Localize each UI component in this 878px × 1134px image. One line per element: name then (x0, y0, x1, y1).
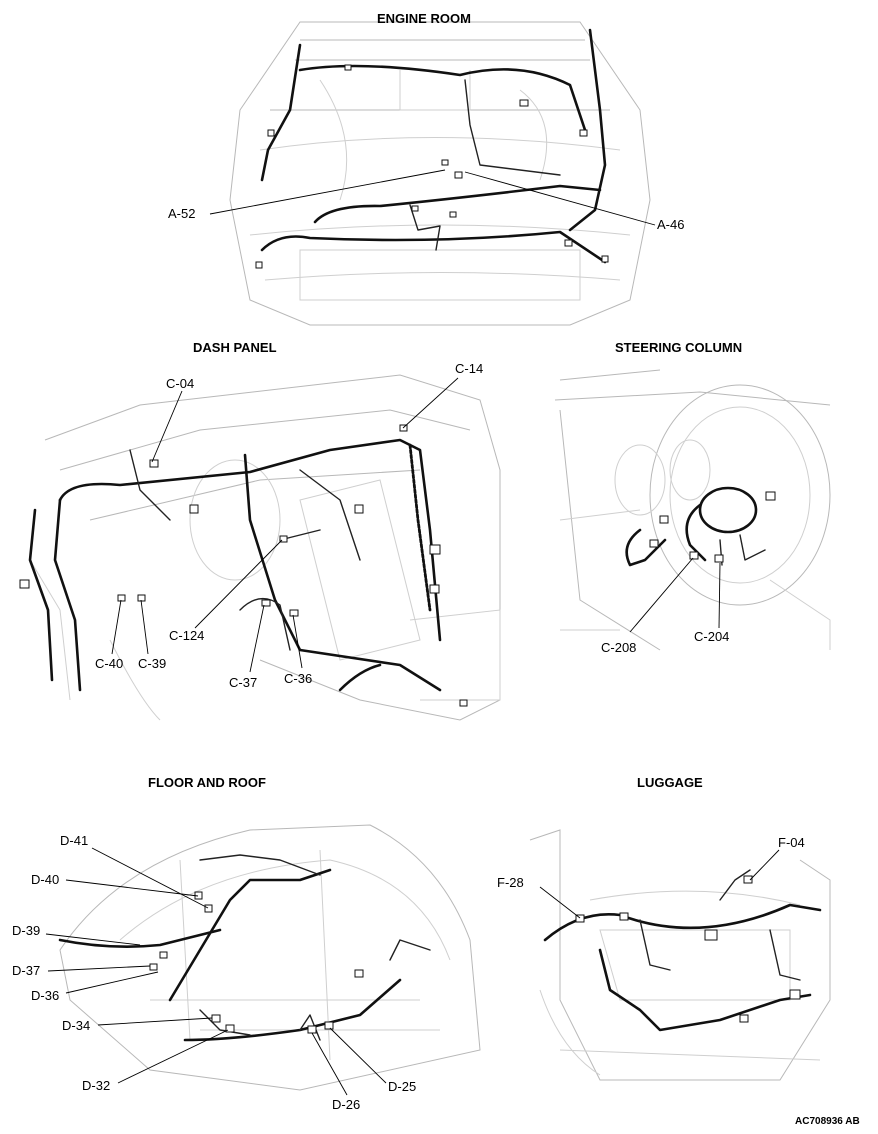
c-14-leader (402, 377, 459, 429)
dash-panel-title: DASH PANEL (193, 340, 277, 355)
steering-column-title: STEERING COLUMN (615, 340, 742, 355)
c-208-leader (629, 557, 694, 633)
a-46-label: A-46 (657, 217, 684, 232)
d-37-label: D-37 (12, 963, 40, 978)
d-34-label: D-34 (62, 1018, 90, 1033)
d-32-leader (117, 1029, 229, 1084)
luggage-illustration (529, 829, 831, 1081)
d-41-leader (91, 847, 209, 909)
luggage-title: LUGGAGE (637, 775, 703, 790)
d-32-label: D-32 (82, 1078, 110, 1093)
d-25-leader (329, 1027, 387, 1084)
d-41-label: D-41 (60, 833, 88, 848)
c-208-label: C-208 (601, 640, 636, 655)
c-14-label: C-14 (455, 361, 483, 376)
a-52-label: A-52 (168, 206, 195, 221)
c-37-label: C-37 (229, 675, 257, 690)
a-52-leader (209, 169, 446, 215)
d-39-label: D-39 (12, 923, 40, 938)
a-46-leader (464, 171, 656, 226)
c-40-leader (111, 599, 122, 655)
d-40-leader (65, 879, 199, 897)
c-124-leader (194, 539, 283, 629)
d-36-leader (65, 971, 159, 994)
c-204-leader (718, 562, 721, 629)
c-37-leader (249, 604, 265, 673)
c-204-label: C-204 (694, 629, 729, 644)
c-36-label: C-36 (284, 671, 312, 686)
d-26-leader (311, 1032, 348, 1096)
dash-panel-illustration (19, 374, 501, 721)
engine-room-title: ENGINE ROOM (377, 11, 471, 26)
c-36-leader (292, 614, 303, 669)
steering-column-illustration (554, 369, 831, 651)
d-39-leader (45, 933, 141, 946)
c-39-leader (140, 599, 149, 655)
f-04-label: F-04 (778, 835, 805, 850)
d-34-leader (97, 1017, 213, 1026)
d-37-leader (47, 965, 151, 972)
d-25-label: D-25 (388, 1079, 416, 1094)
engine-room-illustration (229, 21, 651, 326)
c-40-label: C-40 (95, 656, 123, 671)
c-04-label: C-04 (166, 376, 194, 391)
d-26-label: D-26 (332, 1097, 360, 1112)
c-39-label: C-39 (138, 656, 166, 671)
c-124-label: C-124 (169, 628, 204, 643)
f-28-leader (539, 886, 581, 919)
floor-and-roof-illustration (58, 824, 481, 1091)
f-04-leader (749, 849, 780, 881)
f-28-label: F-28 (497, 875, 524, 890)
c-04-leader (151, 390, 183, 463)
d-36-label: D-36 (31, 988, 59, 1003)
figure-code: AC708936 AB (795, 1116, 860, 1127)
d-40-label: D-40 (31, 872, 59, 887)
floor-and-roof-title: FLOOR AND ROOF (148, 775, 266, 790)
